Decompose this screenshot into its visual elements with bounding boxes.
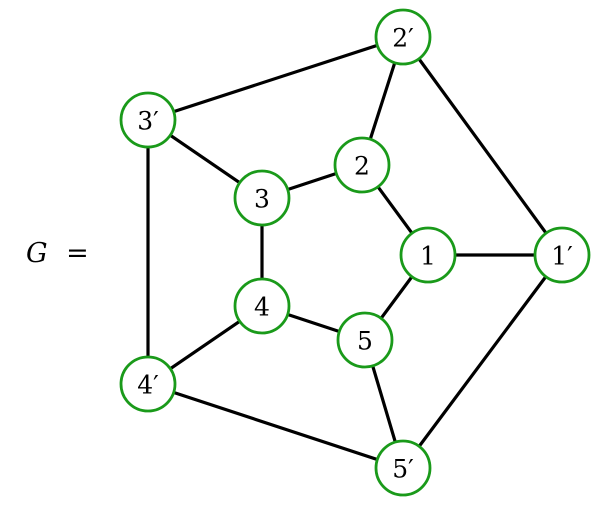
node-label-3: 3 bbox=[254, 185, 270, 214]
node-2p: 2′ bbox=[374, 8, 432, 66]
node-label-2: 2 bbox=[354, 152, 370, 181]
node-label-5p: 5′ bbox=[392, 455, 414, 484]
node-1p: 1′ bbox=[533, 226, 591, 284]
node-3p: 3′ bbox=[119, 91, 177, 149]
node-label-1p: 1′ bbox=[551, 242, 573, 271]
node-circle-2p bbox=[374, 8, 432, 66]
edge-4p-5p bbox=[146, 382, 405, 470]
node-3: 3 bbox=[233, 169, 291, 227]
node-circle-1 bbox=[399, 226, 457, 284]
edge-2p-3p bbox=[146, 35, 405, 122]
edge-5p-1p bbox=[401, 253, 564, 470]
node-5p: 5′ bbox=[374, 439, 432, 497]
node-circle-4 bbox=[233, 277, 291, 335]
graph-name: G bbox=[26, 238, 48, 269]
node-circle-5 bbox=[336, 311, 394, 369]
node-4p: 4′ bbox=[119, 355, 177, 413]
nodes-layer: 1 2 3 4 5 1′ 2′ 3′ 4′ 5′ bbox=[119, 8, 591, 497]
node-circle-1p bbox=[533, 226, 591, 284]
node-label-2p: 2′ bbox=[392, 24, 414, 53]
node-label-1: 1 bbox=[420, 242, 436, 271]
node-label-4p: 4′ bbox=[137, 371, 159, 400]
graph-title: G = bbox=[26, 238, 89, 269]
node-1: 1 bbox=[399, 226, 457, 284]
edges-layer bbox=[146, 35, 564, 470]
node-label-4: 4 bbox=[254, 293, 270, 322]
node-label-5: 5 bbox=[357, 327, 373, 356]
node-2: 2 bbox=[333, 136, 391, 194]
node-circle-3 bbox=[233, 169, 291, 227]
node-5: 5 bbox=[336, 311, 394, 369]
node-4: 4 bbox=[233, 277, 291, 335]
node-label-3p: 3′ bbox=[137, 107, 159, 136]
node-circle-5p bbox=[374, 439, 432, 497]
node-circle-4p bbox=[119, 355, 177, 413]
node-circle-3p bbox=[119, 91, 177, 149]
edge-1p-2p bbox=[401, 35, 564, 257]
graph-equals: = bbox=[66, 238, 89, 269]
node-circle-2 bbox=[333, 136, 391, 194]
